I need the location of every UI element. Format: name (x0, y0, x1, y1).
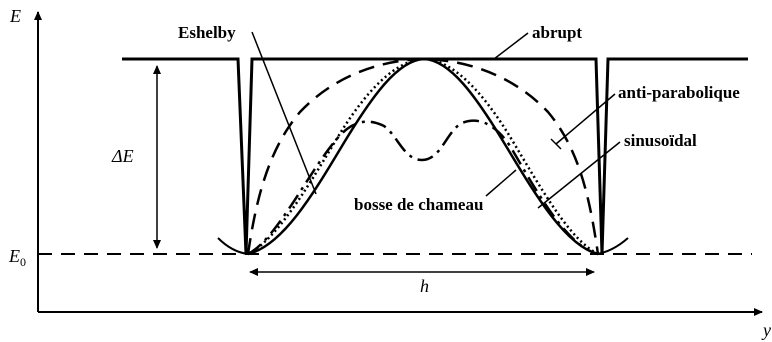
curve-anti-parabolique (246, 57, 600, 255)
width-h-label: h (420, 276, 429, 296)
label-eshelby: Eshelby (178, 23, 236, 42)
label-bosse-de-chameau: bosse de chameau (354, 195, 483, 214)
leader-eshelby (251, 31, 317, 195)
leader-anti-parabolique (555, 93, 616, 145)
label-sinusoidal: sinusoïdal (624, 131, 697, 150)
leader-anti-parabolique-tick (550, 138, 562, 150)
curve-solid-left-well (217, 237, 249, 255)
leader-abrupt (493, 32, 529, 60)
leader-bosse-de-chameau (485, 169, 517, 197)
label-abrupt: abrupt (532, 23, 582, 42)
curve-bosse-de-chameau (247, 119, 599, 256)
baseline-e0-label: E0 (8, 246, 26, 269)
curve-sinusoidal (247, 57, 599, 256)
label-anti-parabolique: anti-parabolique (618, 83, 740, 102)
delta-e-label: ΔE (111, 146, 134, 166)
leader-sinusoidal (537, 141, 621, 209)
x-axis-label: y (761, 320, 771, 340)
y-axis-label: E (9, 6, 21, 26)
